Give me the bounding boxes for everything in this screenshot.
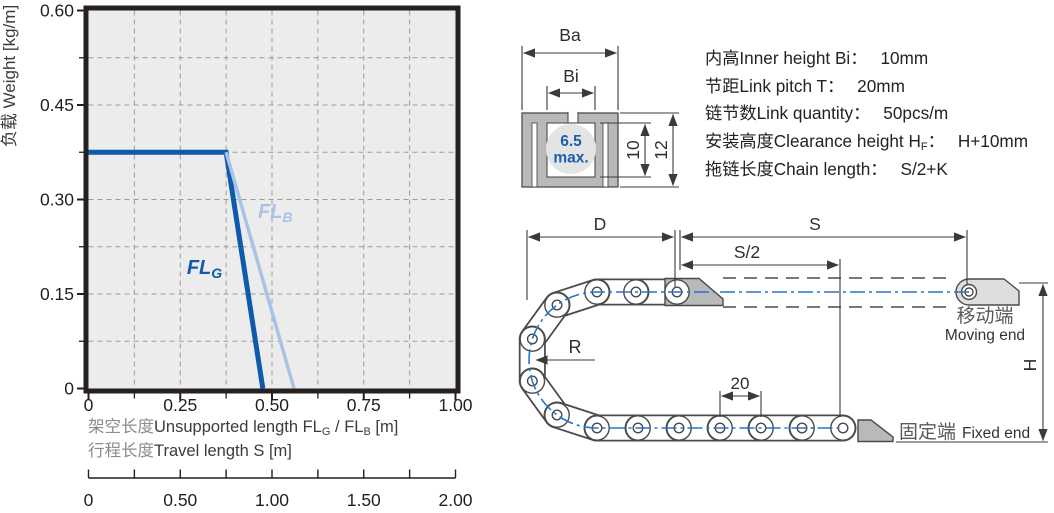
x-axis-label-travel-cn: 行程长度	[88, 442, 154, 460]
travel-tick-label: 0.50	[163, 490, 197, 510]
dim-12-label: 12	[651, 140, 671, 159]
travel-tick-label: 1.00	[255, 490, 289, 510]
load-diagram-chart: 0 0.25 0.50 0.75 1.00 0 0.15 0.30 0.45 0.60 负载 Wei…	[0, 1, 473, 511]
x-axis-label-travel: 行程长度Travel length S [m]	[88, 440, 292, 462]
chain-dimensions: D S S/2 R 20 H 移动端 Moving end 固定端 Fixed …	[526, 214, 1048, 443]
travel-tick-label: 2.00	[438, 490, 472, 510]
travel-tick-label: 1.50	[347, 490, 381, 510]
spec-link-quantity: 链节数Link quantity：50pcs/m	[705, 103, 949, 124]
dim-bi-label: Bi	[563, 66, 579, 86]
fl-b-subscript: B	[363, 426, 371, 438]
dim-s-label: S	[809, 214, 821, 234]
spec-clearance-height: 安装高度Clearance height HF：H+10mm	[705, 131, 1029, 154]
series-FLB	[224, 151, 296, 389]
bend-note-suffix: max.	[553, 150, 588, 167]
dim-bi	[546, 86, 596, 110]
bend-radius-note-circle	[546, 124, 596, 174]
cross-section-top-opening	[568, 111, 578, 124]
dim-ba-label: Ba	[559, 25, 581, 45]
dim-s-half-label: S/2	[734, 242, 760, 262]
fl-g-subscript: G	[321, 426, 331, 438]
x-axis-label-travel-en: Travel length S [m]	[154, 442, 292, 460]
travel-tick-label: 0	[84, 490, 94, 510]
y-tick-label: 0.60	[40, 1, 74, 21]
x-axis-label-unsupported-cn: 架空长度	[88, 418, 154, 436]
chain-centerline	[528, 291, 969, 429]
spec-chain-length-value: S/2+K	[900, 158, 948, 179]
dim-d-label: D	[594, 214, 607, 234]
moving-end-label-en: Moving end	[945, 327, 1025, 344]
dim-10-label: 10	[623, 140, 643, 160]
spec-link-pitch-value: 20mm	[857, 75, 905, 96]
dim-r-label: R	[569, 337, 582, 357]
spec-inner-height-value: 10mm	[880, 48, 929, 68]
chain-side-view-diagram: D S S/2 R 20 H 移动端 Moving end 固定端 Fixed …	[518, 214, 1048, 443]
x-tick-label: 1.00	[438, 395, 472, 415]
cross-section-left-slot	[531, 122, 538, 188]
moving-end-label-cn: 移动端	[956, 305, 1013, 327]
y-axis-title: 负载 Weight [kg/m]	[0, 5, 19, 147]
dim-h-label: H	[1020, 359, 1040, 372]
dim-ba	[521, 46, 619, 110]
fixed-end-label-cn: 固定端	[899, 421, 956, 443]
y-tick-label: 0.45	[40, 95, 74, 115]
y-tick-label: 0.30	[40, 190, 74, 210]
spec-link-pitch: 节距Link pitch T：20mm	[705, 75, 905, 96]
dim-pitch-label: 20	[731, 374, 750, 393]
y-tick-label: 0.15	[40, 284, 74, 304]
dim-12	[620, 112, 679, 188]
x-tick-label: 0.25	[163, 395, 197, 415]
bend-note-value: 6.5	[560, 133, 582, 150]
fixed-end-label-en: Fixed end	[962, 425, 1030, 442]
x-axis-label-unsupported-en: Unsupported length FL	[154, 418, 322, 436]
spec-clearance-height-value: H+10mm	[957, 131, 1029, 152]
fixed-end-bracket	[857, 419, 894, 443]
y-tick-label: 0	[64, 379, 74, 399]
x-tick-label: 0.50	[255, 395, 289, 415]
series-label-FLB: FLB	[258, 201, 293, 225]
spec-chain-length: 拖链长度Chain length：S/2+K	[705, 158, 948, 179]
series-label-FLG: FLG	[187, 257, 222, 281]
x-tick-label: 0	[84, 395, 94, 415]
x-tick-label: 0.75	[347, 395, 381, 415]
spec-list: 内高Inner height Bi：10mm 节距Link pitch T：20…	[705, 45, 1028, 183]
cross-section-body: 6.5 max.	[521, 111, 619, 188]
dim-10	[600, 122, 651, 178]
spec-link-quantity-value: 50pcs/m	[883, 103, 949, 124]
spec-inner-height: 内高Inner height Bi：10mm	[705, 48, 929, 68]
cross-section-diagram: 6.5 max. Ba Bi 10 12	[521, 25, 679, 188]
chart-frame	[83, 5, 461, 394]
x-axis-label-unsupported: 架空长度Unsupported length FLG / FLB [m]	[88, 418, 399, 438]
chain-links	[518, 277, 1020, 443]
